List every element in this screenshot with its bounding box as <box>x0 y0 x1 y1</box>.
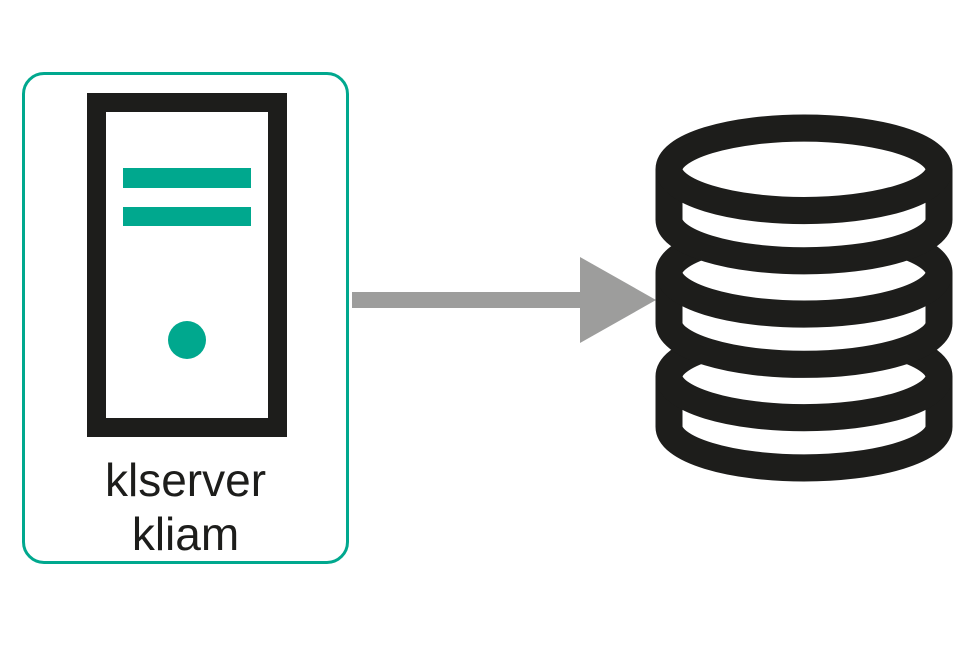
server-node: klserver kliam <box>22 72 349 564</box>
server-power-dot <box>168 321 206 359</box>
server-slot-bar-1 <box>123 168 251 188</box>
server-node-label: klserver kliam <box>25 453 346 561</box>
connector-arrow-head-icon <box>580 257 656 343</box>
server-slot-bar-2 <box>123 207 251 226</box>
server-label-line2: kliam <box>131 508 240 560</box>
server-label-line1: klserver <box>104 454 267 506</box>
database-disk-1-top <box>655 114 953 225</box>
database-icon <box>655 114 953 482</box>
connector-arrow-shaft <box>352 292 582 308</box>
server-tower-icon <box>87 93 287 437</box>
